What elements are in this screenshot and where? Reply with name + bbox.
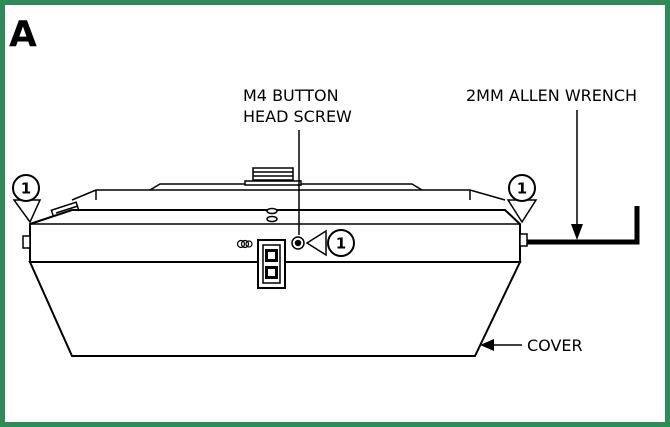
svg-text:1: 1 [21, 180, 31, 198]
screw-label-line1: M4 BUTTON [243, 86, 339, 105]
cover-label: COVER [527, 336, 583, 355]
svg-text:1: 1 [336, 235, 346, 253]
button-head-screw [291, 236, 305, 250]
wrench-leader-arrow [571, 110, 583, 240]
right-pin [519, 233, 528, 247]
left-pin [22, 235, 31, 249]
lid-profile [71, 183, 506, 201]
callout-right: 1 [506, 174, 538, 224]
callout-left: 1 [12, 174, 42, 224]
vent-holes [266, 207, 278, 223]
cover-leader-arrow [480, 339, 522, 351]
top-knob [244, 167, 302, 186]
svg-text:1: 1 [517, 180, 527, 198]
wrench-label: 2MM ALLEN WRENCH [466, 86, 637, 105]
panel-letter: A [9, 14, 37, 55]
screw-label-line2: HEAD SCREW [243, 107, 352, 126]
connector-block [257, 239, 286, 289]
allen-wrench [527, 206, 640, 245]
callout-screw: 1 [305, 229, 355, 257]
cover-body [28, 261, 522, 357]
coil-symbol [236, 239, 253, 249]
